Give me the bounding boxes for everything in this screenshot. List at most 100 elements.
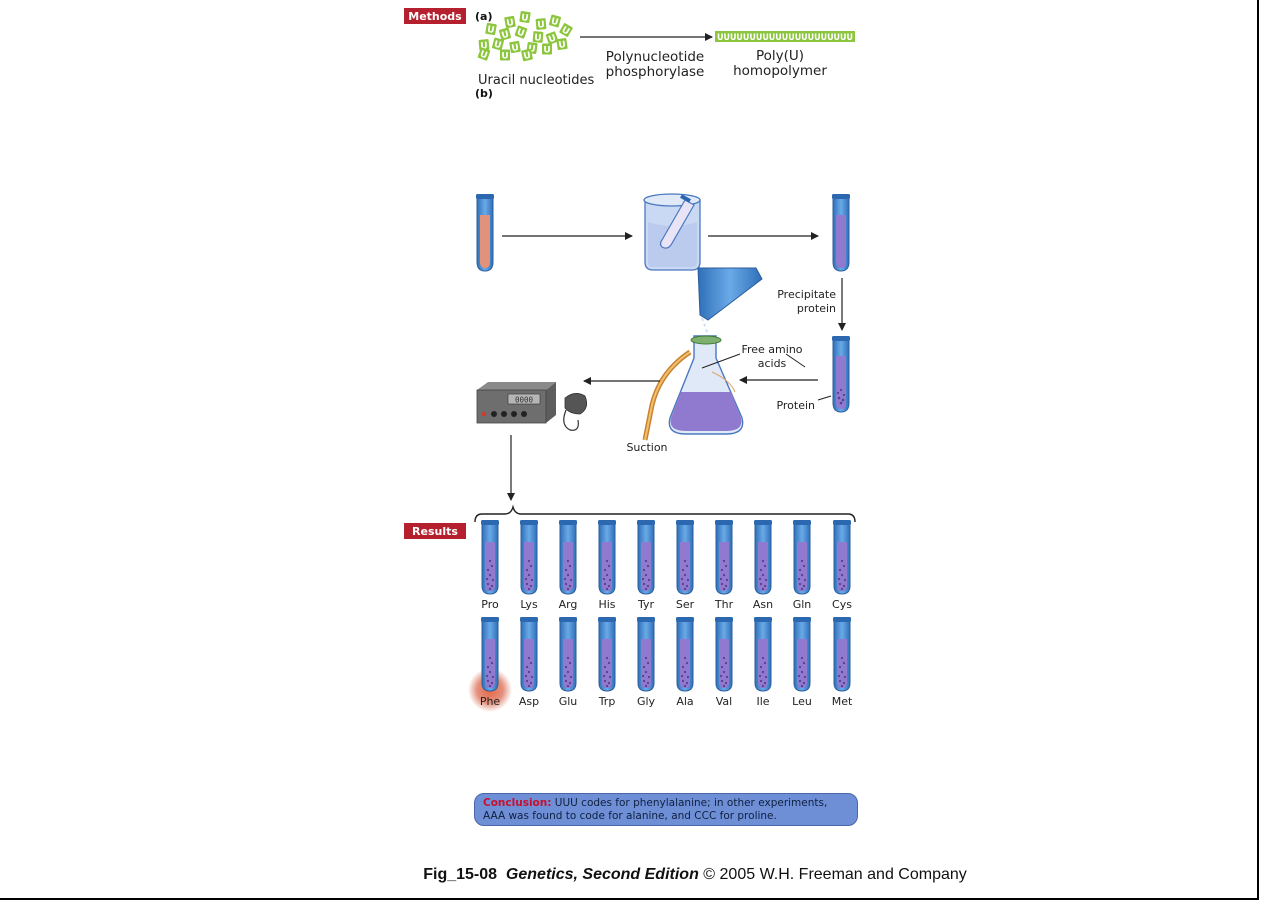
svg-text:U: U bbox=[511, 43, 520, 54]
conclusion-text: UUU codes for phenylalanine; in other ex… bbox=[483, 797, 828, 822]
svg-text:U: U bbox=[523, 51, 532, 62]
result-tube: Lys bbox=[520, 520, 538, 611]
svg-text:U: U bbox=[480, 41, 488, 52]
result-tube: Ile bbox=[754, 617, 772, 708]
svg-text:U: U bbox=[515, 27, 525, 39]
uracil-nucleotide: U bbox=[535, 18, 547, 31]
results-brace bbox=[474, 504, 856, 523]
precipitate-label-line1: Precipitate bbox=[777, 288, 836, 301]
uracil-nucleotide: U bbox=[556, 37, 568, 51]
uracil-nucleotide: U bbox=[521, 48, 533, 62]
free-amino-leader-right bbox=[785, 353, 806, 368]
copyright: © 2005 W.H. Freeman and Company bbox=[703, 866, 967, 883]
svg-text:U: U bbox=[560, 25, 571, 37]
result-tube: Glu bbox=[559, 617, 578, 708]
amino-acid-label: Thr bbox=[714, 598, 734, 611]
amino-acid-label: Gly bbox=[637, 695, 656, 708]
svg-text:U: U bbox=[486, 25, 495, 36]
figure-caption: Fig_15-08 Genetics, Second Edition © 200… bbox=[0, 866, 1261, 884]
amino-acid-label: Ser bbox=[676, 598, 695, 611]
result-tube: Leu bbox=[792, 617, 812, 708]
amino-acid-label: Arg bbox=[559, 598, 578, 611]
free-amino-label-line1: Free amino bbox=[741, 343, 802, 356]
uracil-nucleotide: U bbox=[500, 49, 510, 62]
uracil-nucleotide: U bbox=[545, 31, 559, 45]
amino-acid-label: Lys bbox=[520, 598, 538, 611]
svg-text:U: U bbox=[543, 46, 550, 56]
uracil-nucleotide: U bbox=[519, 10, 531, 24]
result-tube: Ser bbox=[676, 520, 695, 611]
product-label-line1: Poly(U) bbox=[756, 48, 804, 64]
amino-acid-label: Val bbox=[716, 695, 732, 708]
svg-text:0000: 0000 bbox=[515, 396, 534, 405]
svg-text:U: U bbox=[493, 40, 503, 52]
amino-acid-label: Gln bbox=[793, 598, 812, 611]
uracil-nucleotides-label: Uracil nucleotides bbox=[478, 73, 594, 88]
protein-label: Protein bbox=[776, 399, 815, 412]
free-amino-label-line2: acids bbox=[758, 357, 787, 370]
enzyme-label-line2: phosphorylase bbox=[606, 64, 705, 80]
svg-text:U: U bbox=[550, 17, 560, 29]
svg-text:U: U bbox=[558, 40, 567, 51]
free-amino-leader bbox=[701, 353, 741, 369]
svg-text:U: U bbox=[501, 30, 511, 42]
product-label-line2: homopolymer bbox=[733, 63, 827, 79]
figure-number: Fig_15-08 bbox=[423, 866, 498, 883]
uracil-nucleotide: U bbox=[485, 22, 497, 36]
svg-text:Methods: Methods bbox=[408, 10, 462, 23]
result-tube: Met bbox=[832, 617, 853, 708]
result-tube: Thr bbox=[714, 520, 734, 611]
result-tube: Val bbox=[715, 617, 733, 708]
conclusion-label: Conclusion: bbox=[483, 797, 552, 809]
uracil-nucleotide: U bbox=[532, 31, 544, 44]
result-tube: Pro bbox=[481, 520, 499, 611]
svg-text:U: U bbox=[534, 33, 542, 44]
test-tube-start bbox=[476, 194, 494, 272]
svg-text:UUUUUUUUUUUUUUUUUUUUU: UUUUUUUUUUUUUUUUUUUUU bbox=[717, 33, 853, 43]
svg-text:U: U bbox=[478, 49, 488, 61]
book-title: Genetics, Second Edition bbox=[505, 866, 699, 883]
test-tube-protein bbox=[832, 336, 850, 413]
uracil-nucleotide: U bbox=[542, 43, 552, 56]
precipitate-label-line2: protein bbox=[797, 302, 836, 315]
result-tube: His bbox=[598, 520, 616, 611]
uracil-nucleotide: U bbox=[509, 40, 521, 54]
result-tube: Cys bbox=[832, 520, 852, 611]
uracil-nucleotide: U bbox=[504, 15, 516, 29]
svg-text:U: U bbox=[506, 18, 515, 29]
poly-u-strand: UUUUUUUUUUUUUUUUUUUUU bbox=[715, 31, 855, 43]
result-tube: Arg bbox=[559, 520, 578, 611]
uracil-nucleotide: U bbox=[498, 27, 512, 42]
suction-label: Suction bbox=[626, 441, 667, 454]
amino-acid-label: His bbox=[598, 598, 615, 611]
uracil-nucleotide: U bbox=[548, 14, 562, 29]
result-tube: Ala bbox=[676, 617, 694, 708]
result-tube: Asn bbox=[753, 520, 773, 611]
scintillation-counter: 0000 bbox=[476, 382, 588, 431]
amino-acid-label: Asn bbox=[753, 598, 773, 611]
result-tube: Phe bbox=[480, 617, 501, 708]
result-tube: Gly bbox=[637, 617, 656, 708]
amino-acid-label: Phe bbox=[480, 695, 501, 708]
results-tag: Results bbox=[404, 523, 466, 539]
panel-b-label: (b) bbox=[475, 87, 493, 100]
enzyme-label-line1: Polynucleotide bbox=[606, 49, 704, 65]
amino-acid-label: Ile bbox=[756, 695, 769, 708]
test-tube-translated bbox=[832, 194, 850, 272]
svg-text:U: U bbox=[537, 20, 545, 31]
protein-leader bbox=[817, 395, 832, 401]
svg-text:U: U bbox=[501, 52, 508, 62]
amino-acid-label: Glu bbox=[559, 695, 578, 708]
amino-acid-label: Leu bbox=[792, 695, 812, 708]
amino-acid-label: Asp bbox=[519, 695, 539, 708]
conclusion-box: Conclusion: UUU codes for phenylalanine;… bbox=[474, 793, 858, 826]
amino-acid-label: Trp bbox=[598, 695, 616, 708]
amino-acid-label: Met bbox=[832, 695, 853, 708]
amino-acid-label: Pro bbox=[481, 598, 499, 611]
uracil-nucleotide: U bbox=[514, 25, 528, 39]
uracil-nucleotide: U bbox=[477, 47, 491, 61]
result-tube: Tyr bbox=[637, 520, 655, 611]
